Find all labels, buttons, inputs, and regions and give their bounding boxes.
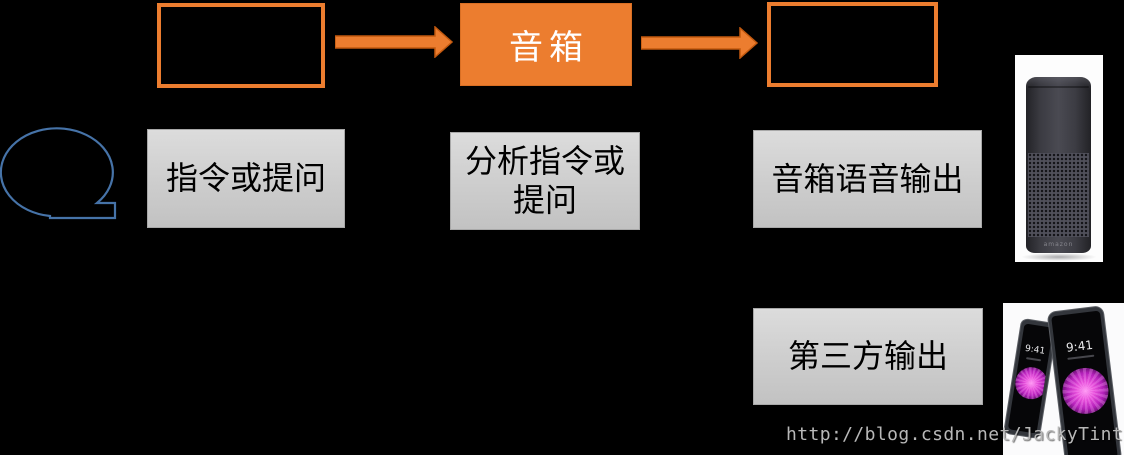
right-arrow-icon [641,27,758,59]
command-label: 指令或提问 [165,159,326,197]
flower-wallpaper [1012,364,1050,402]
echo-light-ring [1028,86,1089,88]
input-stage-box [157,3,325,88]
iphone-clock: 9:41 [1024,343,1046,357]
iphone-date-line [1067,354,1095,360]
speaker-stage-box: 音箱 [460,3,632,86]
speaker-stage-label: 音箱 [509,28,589,68]
analyze-label-box: 分析指令或提问 [450,132,640,230]
right-arrow-icon [335,26,453,58]
speech-bubble-icon [0,127,117,220]
amazon-logo: amazon [1043,241,1074,248]
third-party-label-box: 第三方输出 [753,308,983,405]
flower-wallpaper [1059,365,1111,417]
command-label-box: 指令或提问 [147,129,345,228]
echo-speaker-grille [1028,153,1089,237]
iphone-screen: 9:41 [1007,323,1054,434]
echo-shadow [1021,253,1097,261]
voice-output-label-box: 音箱语音输出 [753,130,982,228]
analyze-label: 分析指令或提问 [464,142,625,219]
third-party-label: 第三方输出 [787,337,948,375]
iphones-photo: 9:41 9:41 [1003,303,1124,455]
echo-speaker-photo: amazon [1015,55,1103,262]
watermark-url: http://blog.csdn.net/JackyTintin [786,424,1124,445]
iphone-clock: 9:41 [1065,337,1094,355]
output-stage-box [767,2,938,87]
iphone-date-line [1025,357,1042,362]
voice-output-label: 音箱语音输出 [771,159,964,198]
echo-speaker-body: amazon [1026,77,1091,253]
